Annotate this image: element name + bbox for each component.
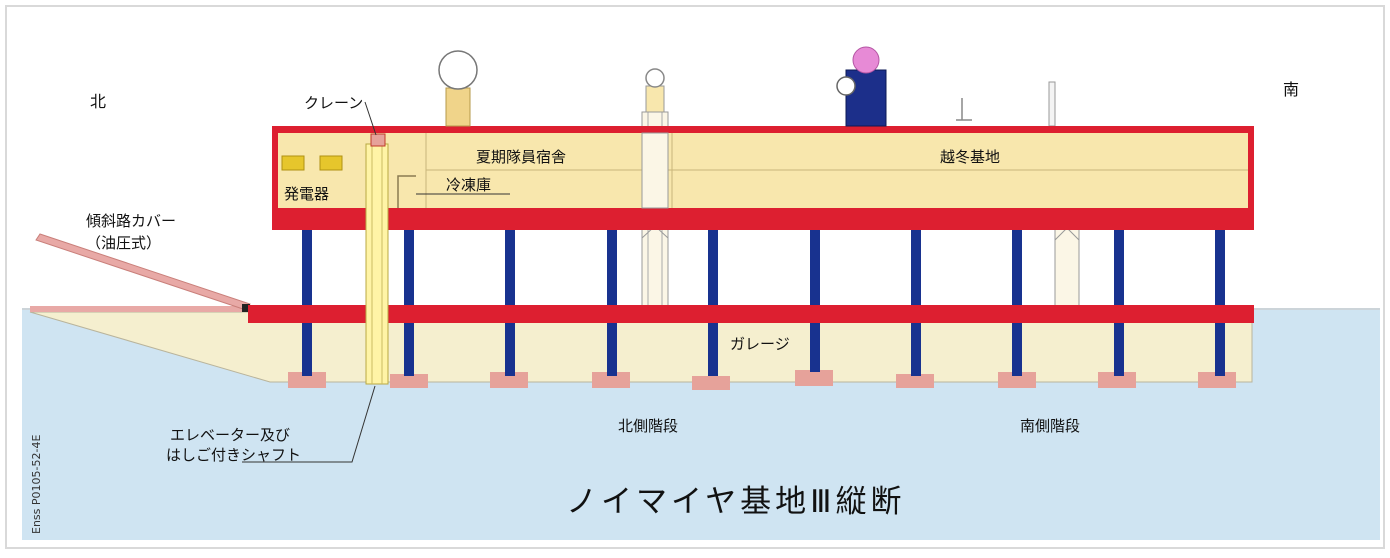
elevator-leader	[242, 385, 376, 463]
column	[810, 228, 820, 372]
building-floor-deck	[272, 208, 1254, 230]
label-elevator-1: エレベーター及び	[170, 426, 290, 444]
column	[708, 228, 718, 376]
rooftop-module	[836, 46, 887, 127]
radome-north	[438, 50, 478, 127]
crane	[364, 101, 386, 147]
generator-unit	[319, 155, 343, 171]
foundation-pads	[288, 370, 1236, 390]
column	[404, 228, 414, 376]
label-freezer: 冷凍庫	[446, 176, 491, 194]
foundation-pad	[1198, 372, 1236, 388]
label-crane: クレーン	[304, 94, 363, 112]
label-garage: ガレージ	[730, 335, 790, 353]
support-columns	[302, 228, 1225, 376]
stair-core	[641, 132, 669, 209]
freezer-outline	[397, 175, 416, 208]
label-south: 南	[1283, 80, 1299, 99]
column	[1114, 228, 1124, 376]
ramp-hinge	[242, 304, 250, 312]
diagram-title: ノイマイヤ基地Ⅲ縦断	[566, 484, 905, 520]
garage-roof-deck	[248, 305, 1254, 323]
antenna	[956, 98, 972, 121]
label-generator: 発電器	[284, 185, 329, 203]
column	[302, 228, 312, 376]
column	[505, 228, 515, 376]
elevator-shaft	[365, 143, 389, 385]
generator-unit	[281, 155, 305, 171]
label-summer-quarters: 夏期隊員宿舎	[476, 148, 566, 166]
credit-code: Enss P0105-52-4E	[30, 435, 43, 534]
label-north: 北	[90, 92, 106, 111]
label-south-stairs: 南側階段	[1020, 417, 1080, 435]
foundation-pad	[1098, 372, 1136, 388]
foundation-pad	[998, 372, 1036, 388]
foundation-pad	[795, 370, 833, 386]
foundation-pad	[896, 374, 934, 388]
ramp-deck	[30, 306, 250, 312]
foundation-pad	[288, 372, 326, 388]
foundation-pad	[592, 372, 630, 388]
foundation-pad	[692, 376, 730, 390]
label-north-stairs: 北側階段	[618, 417, 678, 435]
column	[1012, 228, 1022, 376]
foundation-pad	[390, 374, 428, 388]
column	[607, 228, 617, 376]
label-ramp-cover-1: 傾斜路カバー	[86, 212, 176, 230]
label-winter-base: 越冬基地	[940, 148, 1000, 166]
label-elevator-2: はしご付きシャフト	[166, 446, 301, 464]
column	[1215, 228, 1225, 376]
column	[911, 228, 921, 376]
foundation-pad	[490, 372, 528, 388]
label-ramp-cover-2: （油圧式）	[86, 234, 161, 252]
